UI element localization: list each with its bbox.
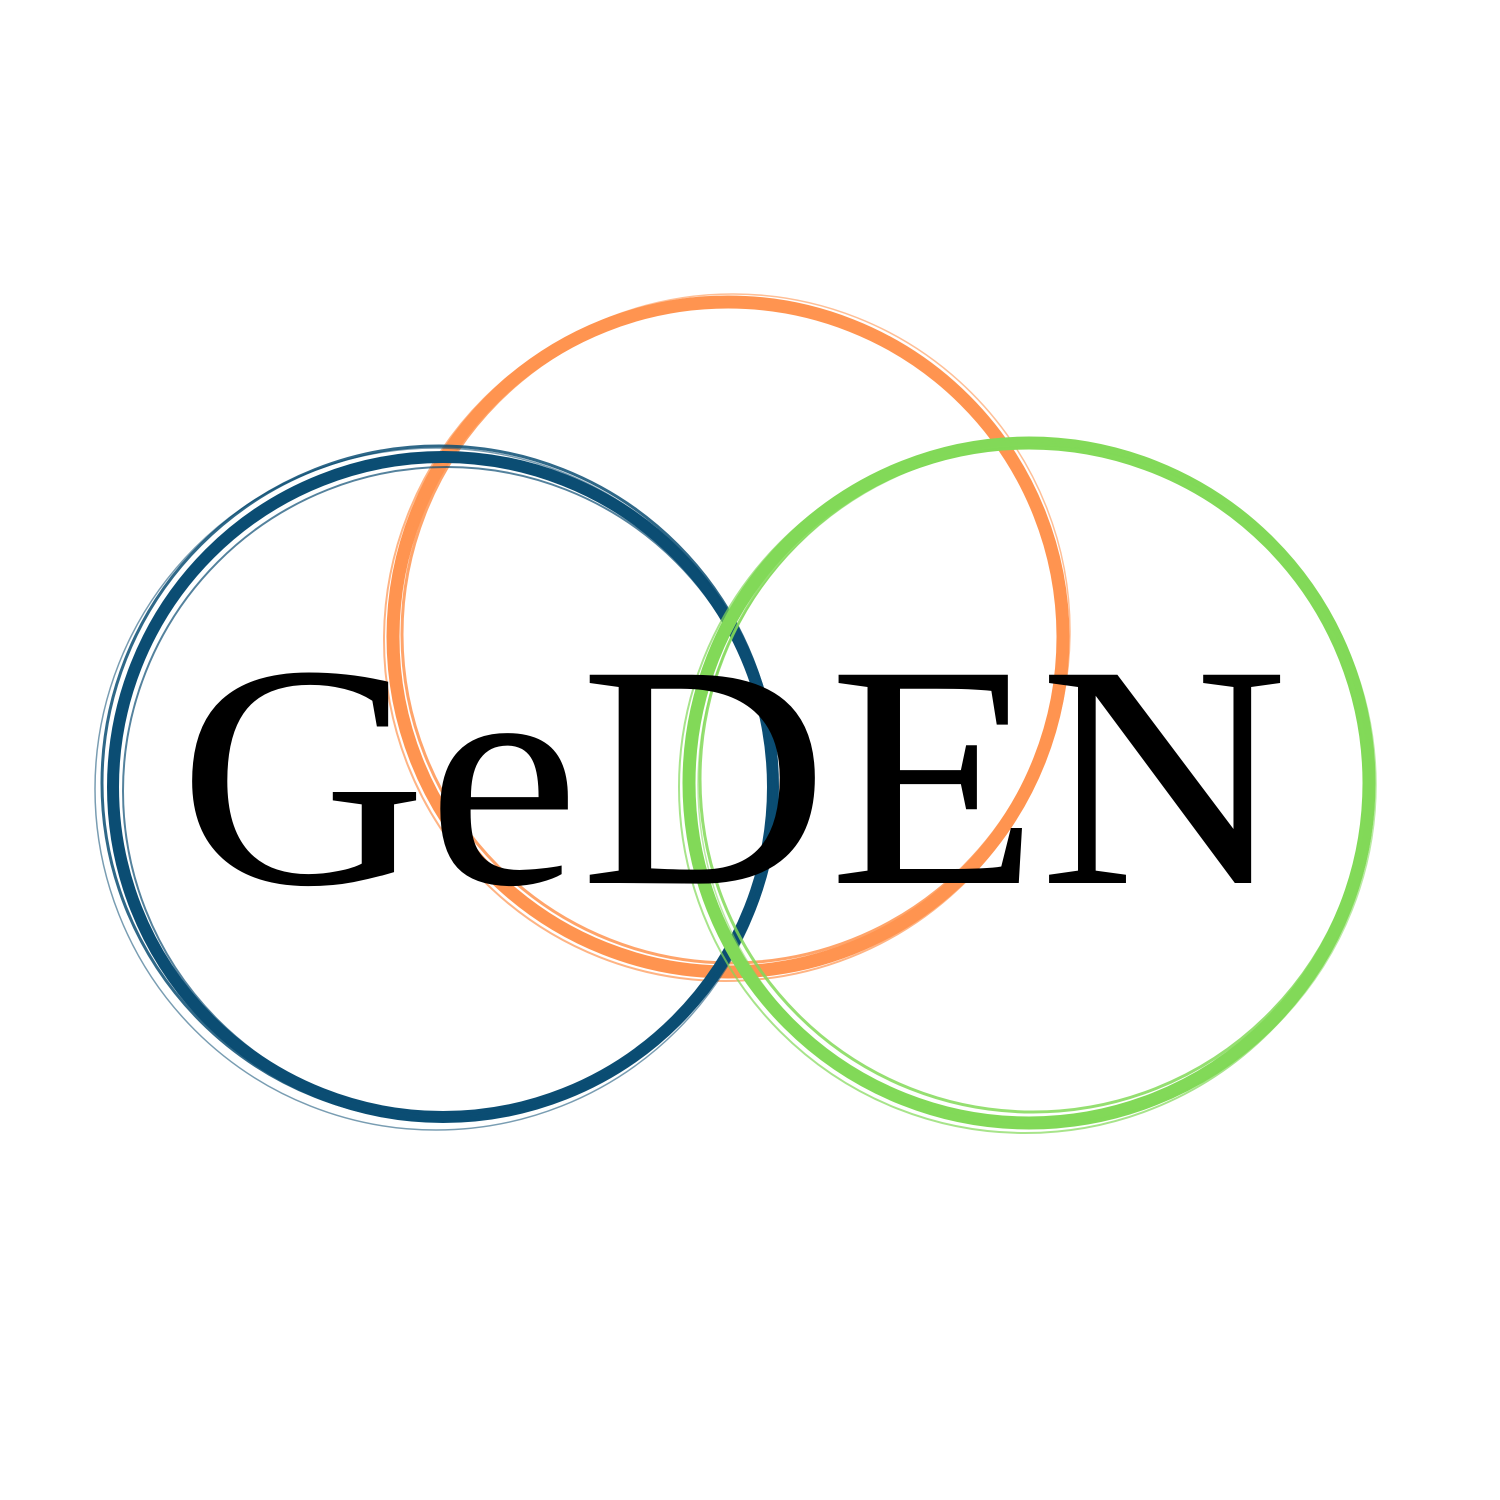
green-ring-icon [678, 436, 1377, 1134]
wordmark: GeDEN [178, 600, 1288, 952]
blue-ring-icon [94, 444, 779, 1131]
orange-ring-icon [383, 293, 1071, 982]
